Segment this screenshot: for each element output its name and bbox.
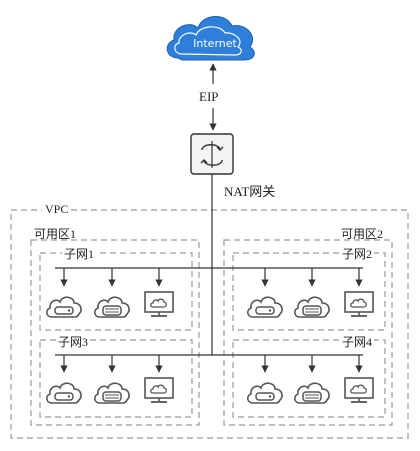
subnet-1-label: 子网1 xyxy=(62,245,97,262)
nat-gateway-icon xyxy=(190,133,234,175)
internet-cloud-icon xyxy=(166,16,255,61)
monitor-cloud-icon xyxy=(344,291,374,317)
ecs-server-icon xyxy=(45,296,82,318)
zone-1-label: 可用区1 xyxy=(34,227,77,241)
internet-label: Internet xyxy=(193,37,237,50)
zone-2-boundary xyxy=(223,239,393,426)
eip-label: EIP xyxy=(199,89,219,104)
storage-cloud-icon xyxy=(93,296,130,318)
ecs-server-icon xyxy=(45,382,82,404)
monitor-cloud-icon xyxy=(344,377,374,403)
subnet-4-label: 子网4 xyxy=(340,333,375,350)
storage-cloud-icon xyxy=(293,296,330,318)
storage-cloud-icon xyxy=(93,382,130,404)
subnet-2-boundary xyxy=(232,252,386,331)
subnet-3-boundary xyxy=(39,339,193,418)
ecs-server-icon xyxy=(246,296,283,318)
storage-cloud-icon xyxy=(293,382,330,404)
subnet-1-boundary xyxy=(39,252,193,331)
subnet-4-boundary xyxy=(232,339,386,418)
monitor-cloud-icon xyxy=(144,377,174,403)
zone-1-boundary xyxy=(30,239,200,426)
nat-gateway-label: NAT网关 xyxy=(224,184,276,199)
vpc-label: VPC xyxy=(42,202,72,217)
ecs-server-icon xyxy=(246,382,283,404)
subnet-2-label: 子网2 xyxy=(340,245,375,262)
zone-2-label: 可用区2 xyxy=(341,227,384,241)
vpc-boundary xyxy=(10,209,409,439)
subnet-3-label: 子网3 xyxy=(56,333,91,350)
monitor-cloud-icon xyxy=(144,291,174,317)
